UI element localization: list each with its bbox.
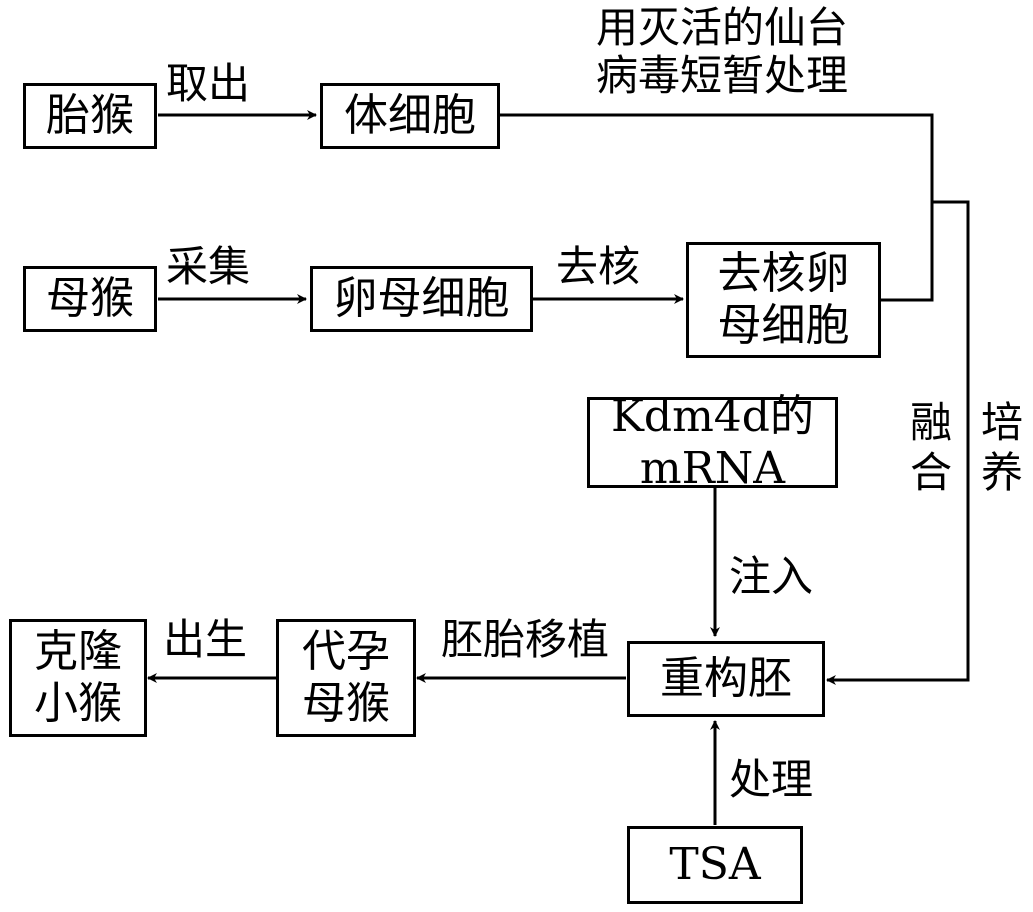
node-mother-monkey: 母猴 <box>23 266 157 332</box>
line-enucleated-to-fusion <box>880 202 934 302</box>
node-oocyte: 卵母细胞 <box>310 266 533 332</box>
node-tsa: TSA <box>627 826 803 904</box>
label-culture: 培 养 <box>980 398 1023 498</box>
node-enucleated-oocyte: 去核卵 母细胞 <box>686 242 881 358</box>
node-kdm4d-mrna: Kdm4d的 mRNA <box>587 391 838 494</box>
line-somatic-to-fusion <box>500 113 934 202</box>
label-treat: 处理 <box>729 755 814 804</box>
label-birth: 出生 <box>163 615 248 664</box>
node-reconstructed-embryo: 重构胚 <box>627 641 825 717</box>
node-surrogate-mother: 代孕 母猴 <box>276 619 416 737</box>
node-somatic-cell: 体细胞 <box>320 83 500 149</box>
label-collect: 采集 <box>166 242 251 291</box>
label-enucleate: 去核 <box>556 242 641 291</box>
label-inject: 注入 <box>729 552 814 601</box>
label-fuse: 融 合 <box>909 398 952 498</box>
label-embryo-transfer: 胚胎移植 <box>441 615 610 664</box>
node-cloned-monkey: 克隆 小猴 <box>9 619 147 737</box>
arrow-fusion-culture-to-embryo <box>826 200 970 685</box>
label-virus-treatment: 用灭活的仙台 病毒短暂处理 <box>596 3 849 101</box>
node-fetal-monkey: 胎猴 <box>23 83 157 149</box>
label-take-out: 取出 <box>166 59 251 108</box>
